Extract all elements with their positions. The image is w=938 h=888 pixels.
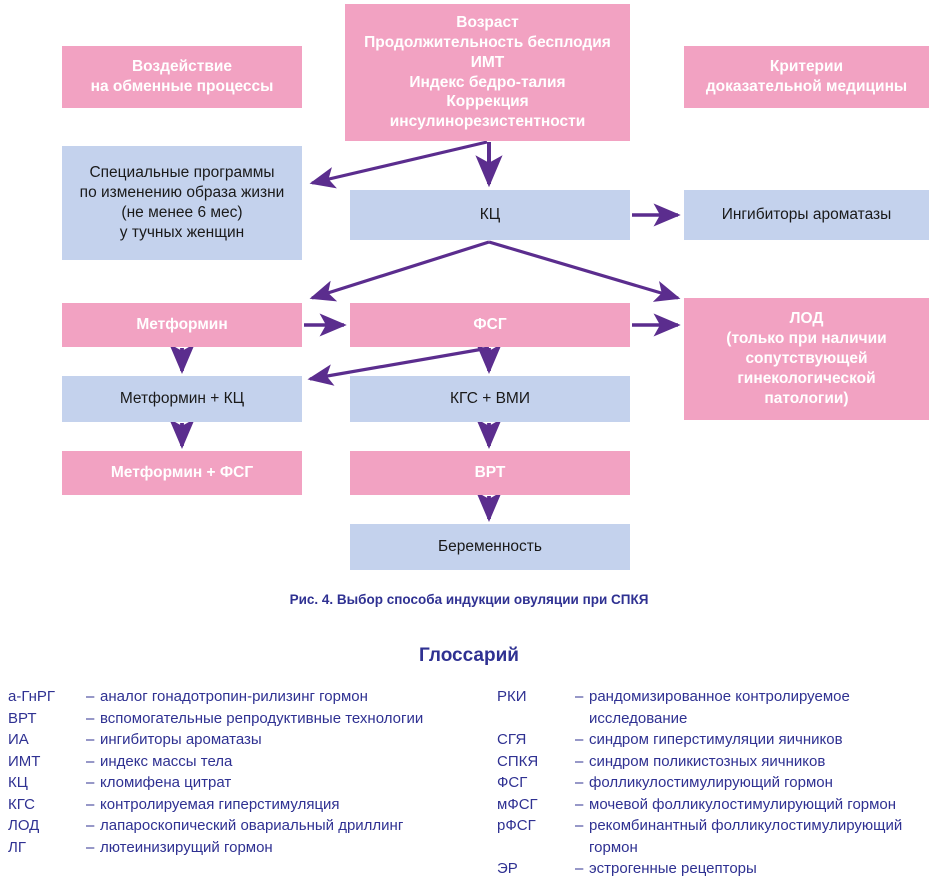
glossary-title: Глоссарий (419, 645, 519, 666)
glossary-entry: ЭР –эстрогенные рецепторы (497, 858, 938, 880)
glossary-entry: КЦ –кломифена цитрат (8, 772, 478, 794)
glossary-dash: – (575, 731, 584, 748)
node-clomiphene-citrate: КЦ (350, 190, 630, 240)
glossary-term: ФСГ (497, 774, 528, 791)
glossary-term: КЦ (8, 774, 28, 791)
glossary-entry: СПКЯ –синдром поликистозных яичников (497, 751, 938, 773)
glossary-column-left: а-ГнРГ–аналог гонадотропин-рилизинг горм… (8, 686, 478, 858)
glossary-definition: ингибиторы ароматазы (100, 731, 262, 748)
glossary-entry: РКИ –рандомизированное контролируемое исс… (497, 686, 938, 729)
glossary-entry: ЛГ –лютеинизирущий гормон (8, 837, 478, 859)
node-metformin-plus-fsh: Метформин + ФСГ (62, 451, 302, 495)
glossary-term: СГЯ (497, 731, 527, 748)
glossary-definition: рекомбинантный фолликулостимулирующий го… (589, 817, 903, 856)
glossary-entry: мФСГ –мочевой фолликулостимулирующий горм… (497, 794, 938, 816)
glossary-term: ЭР (497, 860, 518, 877)
glossary-term: рФСГ (497, 817, 536, 834)
glossary-entry: а-ГнРГ –аналог гонадотропин-рилизинг горм… (8, 686, 478, 708)
glossary-entry: ВРТ –вспомогательные репродуктивные техно… (8, 708, 478, 730)
figure-caption: Рис. 4. Выбор способа индукции овуляции … (289, 592, 649, 607)
glossary-entry: ФСГ –фолликулостимулирующий гормон (497, 772, 938, 794)
glossary-entry: КГС –контролируемая гиперстимуляция (8, 794, 478, 816)
glossary-entry: рФСГ –рекомбинантный фолликулостимулирующ… (497, 815, 938, 858)
glossary-definition: мочевой фолликулостимулирующий гормон (589, 795, 897, 813)
glossary-entry: ЛОД –лапароскопический овариальный дрилли… (8, 815, 478, 837)
edge-kc-to-metformin (309, 240, 490, 302)
glossary-dash: – (86, 795, 95, 813)
glossary-dash: – (575, 774, 584, 791)
node-aromatase-inhibitors: Ингибиторы ароматазы (684, 190, 929, 240)
glossary-definition: индекс массы тела (100, 752, 233, 770)
node-patient-factors: Возраст Продолжительность бесплодия ИМТ … (345, 4, 630, 141)
glossary-definition: контролируемая гиперстимуляция (100, 795, 340, 813)
glossary-entry: СГЯ –синдром гиперстимуляции яичников (497, 729, 938, 751)
glossary-definition: синдром поликистозных яичников (589, 752, 826, 770)
glossary-dash: – (86, 774, 95, 791)
glossary-definition: эстрогенные рецепторы (589, 860, 757, 877)
glossary-term: ИА (8, 731, 29, 748)
node-metabolic-effects: Воздействие на обменные процессы (62, 46, 302, 108)
glossary-definition: фолликулостимулирующий гормон (589, 774, 833, 791)
edge-kc-to-lod (488, 240, 681, 302)
glossary-dash: – (575, 817, 584, 834)
glossary-dash: – (86, 838, 95, 856)
glossary-entry: ИМТ –индекс массы тела (8, 751, 478, 773)
node-lod: ЛОД (только при наличии сопутствующей ги… (684, 298, 929, 420)
glossary-dash: – (575, 795, 584, 813)
glossary-term: ЛГ (8, 838, 26, 856)
glossary-entry: ИА –ингибиторы ароматазы (8, 729, 478, 751)
node-metformin-plus-kc: Метформин + КЦ (62, 376, 302, 422)
glossary-dash: – (575, 860, 584, 877)
glossary-definition: рандомизированное контролируемое исследо… (589, 688, 850, 727)
glossary-definition: вспомогательные репродуктивные технологи… (100, 709, 424, 727)
glossary-term: КГС (8, 795, 36, 813)
glossary-dash: – (86, 709, 95, 727)
glossary-dash: – (86, 752, 95, 770)
node-pregnancy: Беременность (350, 524, 630, 570)
glossary-term: а-ГнРГ (8, 688, 56, 705)
glossary-definition: кломифена цитрат (100, 774, 232, 791)
glossary-term: СПКЯ (497, 752, 539, 770)
glossary-column-right: РКИ–рандомизированное контролируемое исс… (497, 686, 938, 880)
edge-factors-to-lifestyle (309, 140, 488, 189)
glossary-term: РКИ (497, 688, 527, 705)
node-metformin: Метформин (62, 303, 302, 347)
glossary-definition: лапароскопический овариальный дриллинг (100, 817, 404, 834)
glossary-dash: – (575, 752, 584, 770)
glossary-dash: – (86, 731, 95, 748)
glossary-definition: аналог гонадотропин-рилизинг гормон (100, 688, 368, 705)
edge-fsg-to-mkc (307, 346, 490, 386)
glossary-dash: – (86, 817, 95, 834)
glossary-term: мФСГ (497, 795, 538, 813)
node-fsh: ФСГ (350, 303, 630, 347)
glossary-term: ЛОД (8, 817, 40, 834)
glossary-definition: синдром гиперстимуляции яичников (589, 731, 843, 748)
node-lifestyle-programs: Специальные программы по изменению образ… (62, 146, 302, 260)
glossary-dash: – (575, 688, 584, 705)
node-kgs-plus-vmi: КГС + ВМИ (350, 376, 630, 422)
flowchart-ovulation-induction: Воздействие на обменные процессы Критерии… (62, 4, 929, 570)
node-evidence-criteria: Критерии доказательной медицины (684, 46, 929, 108)
glossary-term: ИМТ (8, 752, 41, 770)
glossary-dash: – (86, 688, 95, 705)
glossary-definition: лютеинизирущий гормон (100, 838, 273, 856)
node-art: ВРТ (350, 451, 630, 495)
glossary-term: ВРТ (8, 709, 37, 727)
